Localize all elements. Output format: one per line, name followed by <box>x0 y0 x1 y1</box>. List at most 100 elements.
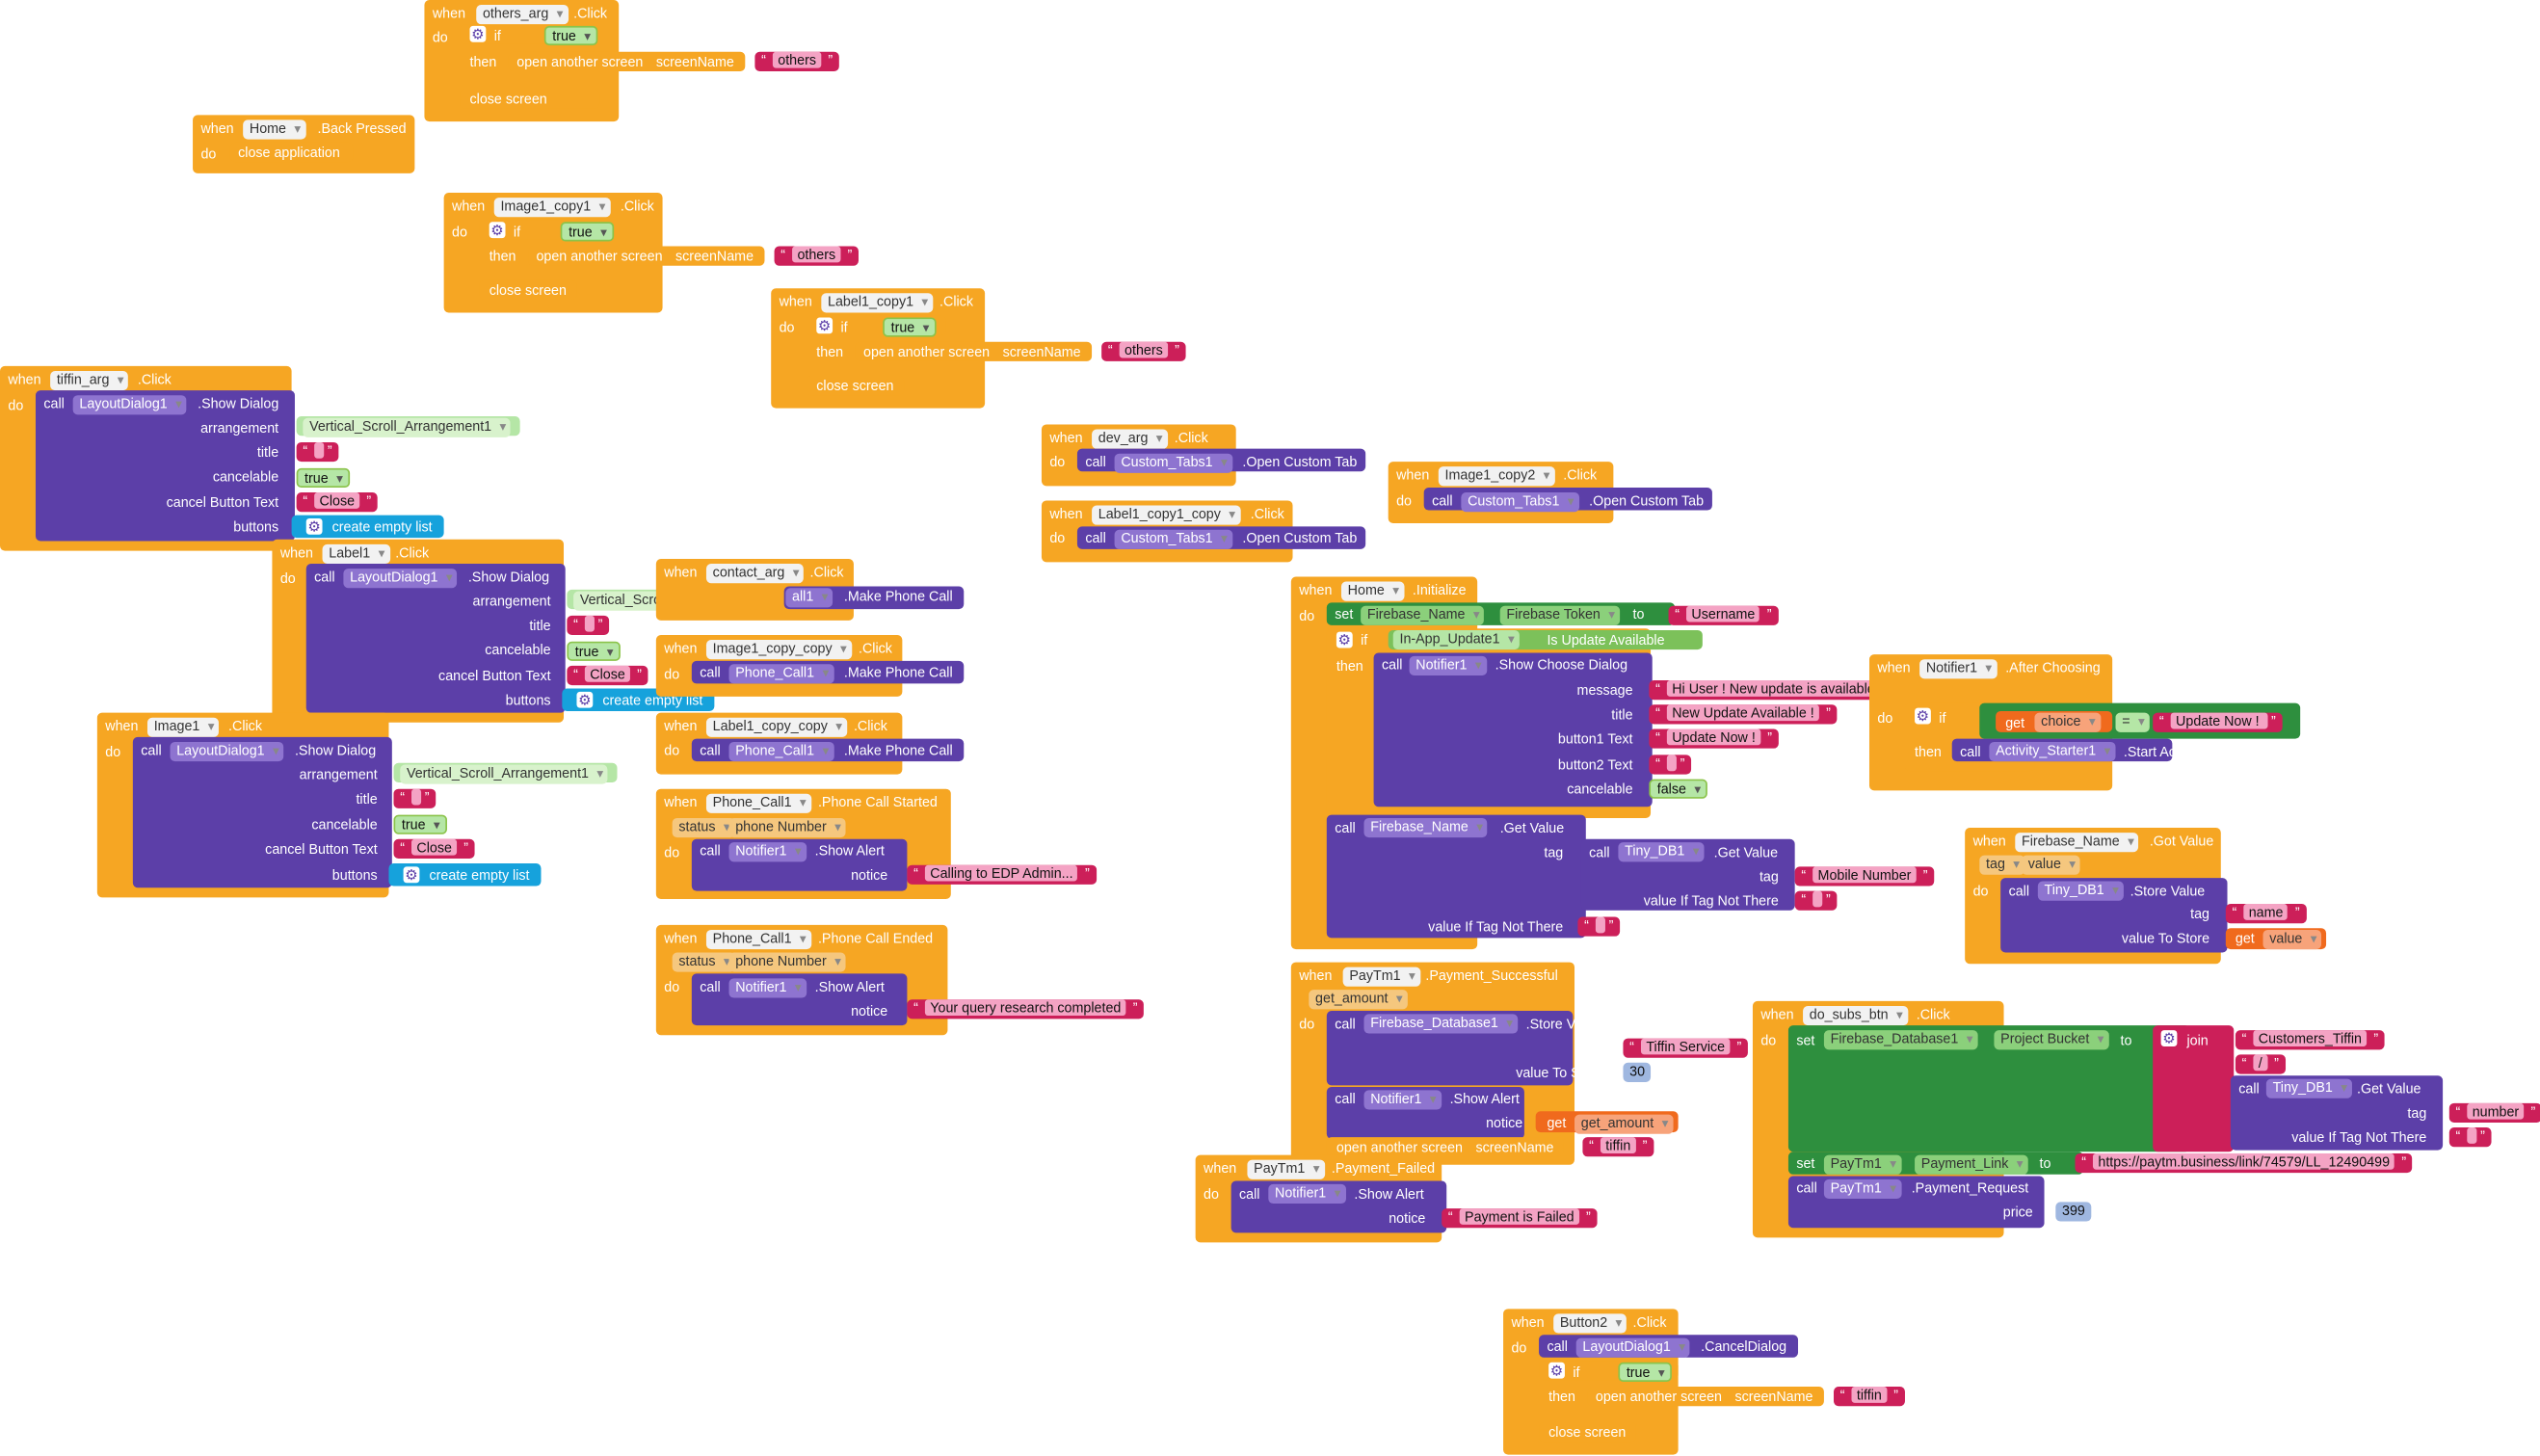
component-dropdown[interactable]: PayTm1 <box>1823 1154 1902 1175</box>
component-dropdown[interactable]: Custom_Tabs1 <box>1461 492 1579 513</box>
text-string[interactable]: “ Close ” <box>393 838 475 859</box>
mutator-gear-icon[interactable]: ⚙ <box>403 866 420 884</box>
component-dropdown[interactable]: Notifier1 <box>1363 1090 1442 1110</box>
text-string[interactable]: “ Update Now ! ” <box>1649 728 1779 749</box>
mutator-gear-icon[interactable]: ⚙ <box>489 222 506 239</box>
text-string[interactable]: “ New Update Available ! ” <box>1649 704 1838 725</box>
mutator-gear-icon[interactable]: ⚙ <box>2160 1030 2178 1046</box>
open-screen[interactable] <box>1587 1387 1824 1407</box>
operator-dropdown[interactable]: = <box>2115 712 2150 732</box>
component-dropdown[interactable]: Firebase_Name <box>1363 817 1489 838</box>
text-string[interactable]: “ Close ” <box>567 665 648 686</box>
component-dropdown[interactable]: Firebase_Database1 <box>1823 1030 1978 1050</box>
text-string[interactable]: “ Mobile Number ” <box>1794 866 1935 887</box>
component-dropdown[interactable]: Phone_Call1 <box>728 664 834 684</box>
param-chip[interactable]: status <box>672 952 735 972</box>
text-string[interactable]: “ name ” <box>2225 904 2307 924</box>
component-dropdown[interactable]: In-App_Update1 <box>1392 629 1520 650</box>
param-chip[interactable]: tag <box>1979 855 2025 875</box>
component-dropdown[interactable]: LayoutDialog1 <box>72 395 187 415</box>
component-dropdown[interactable]: Vertical_Scroll_Arrangement1 <box>303 417 512 437</box>
component-dropdown[interactable]: PayTm1 <box>1247 1159 1325 1179</box>
text-string[interactable]: “ others ” <box>774 246 860 266</box>
call-show-dialog[interactable] <box>132 736 392 888</box>
text-string[interactable]: “ ” <box>296 441 339 463</box>
component-dropdown[interactable]: Firebase_Database1 <box>1363 1014 1519 1034</box>
text-string[interactable]: “ Customers_Tiffin ” <box>2235 1030 2385 1050</box>
component-dropdown[interactable]: Home <box>243 119 306 140</box>
text-string[interactable]: “ https://paytm.business/link/74579/LL_1… <box>2075 1152 2413 1174</box>
open-screen[interactable] <box>528 246 765 266</box>
component-dropdown[interactable]: Tiny_DB1 <box>2037 881 2124 901</box>
boolean-dropdown[interactable]: false <box>1649 779 1707 799</box>
component-dropdown[interactable]: PayTm1 <box>1823 1178 1902 1200</box>
component-dropdown[interactable]: do_subs_btn <box>1803 1005 1908 1026</box>
text-string[interactable]: “ Username ” <box>1668 605 1779 625</box>
mutator-gear-icon[interactable]: ⚙ <box>576 691 594 708</box>
text-string[interactable]: “ ” <box>1649 754 1692 775</box>
component-dropdown[interactable]: Payment_Link <box>1915 1154 2028 1175</box>
close-application-block[interactable] <box>229 142 354 163</box>
number-block[interactable]: 399 <box>2055 1202 2092 1222</box>
param-chip[interactable]: value <box>2022 855 2081 875</box>
component-dropdown[interactable]: Phone_Call1 <box>728 741 834 762</box>
component-dropdown[interactable]: Label1_copy1 <box>821 293 934 313</box>
close-screen-block[interactable] <box>460 89 600 109</box>
component-dropdown[interactable]: Activity_Starter1 <box>1989 741 2116 762</box>
component-dropdown[interactable]: Phone_Call1 <box>705 793 811 813</box>
component-dropdown[interactable]: Notifier1 <box>1919 659 1998 679</box>
text-string[interactable]: “ Calling to EDP Admin... ” <box>907 864 1097 885</box>
open-screen[interactable] <box>508 51 746 71</box>
param-chip[interactable]: phone Number <box>728 952 846 972</box>
component-dropdown[interactable]: Custom_Tabs1 <box>1114 529 1232 549</box>
text-string[interactable]: “ / ” <box>2235 1054 2286 1074</box>
join-block[interactable] <box>2153 1025 2235 1152</box>
text-string[interactable]: “ ” <box>1794 890 1838 911</box>
component-dropdown[interactable]: Firebase_Name <box>2015 833 2139 853</box>
component-dropdown[interactable]: Button2 <box>1553 1313 1627 1334</box>
text-string[interactable]: “ others ” <box>754 51 839 71</box>
component-dropdown[interactable]: Image1 <box>146 717 220 737</box>
mutator-gear-icon[interactable]: ⚙ <box>816 317 833 334</box>
component-dropdown[interactable]: tiffin_arg <box>50 370 129 391</box>
component-dropdown[interactable]: Label1_copy_copy <box>705 717 848 737</box>
text-string[interactable]: “ number ” <box>2448 1102 2540 1124</box>
variable-dropdown[interactable]: get_amount <box>1574 1114 1674 1134</box>
component-dropdown[interactable]: contact_arg <box>705 564 805 584</box>
boolean-dropdown[interactable]: true <box>560 222 614 242</box>
variable-dropdown[interactable]: choice <box>2034 712 2101 732</box>
text-string[interactable]: “ tiffin ” <box>1582 1137 1654 1157</box>
number-block[interactable]: 30 <box>1623 1062 1652 1082</box>
param-chip[interactable]: status <box>672 817 735 838</box>
component-dropdown[interactable]: Firebase Token <box>1499 605 1621 625</box>
call-show-dialog[interactable] <box>35 390 295 542</box>
boolean-dropdown[interactable]: true <box>296 467 350 489</box>
component-dropdown[interactable]: Tiny_DB1 <box>2265 1078 2352 1099</box>
component-dropdown[interactable]: Notifier1 <box>728 842 807 862</box>
component-dropdown[interactable]: Image1_copy_copy <box>705 640 852 660</box>
boolean-dropdown[interactable]: true <box>1618 1362 1672 1382</box>
component-dropdown[interactable]: Vertical_Scroll_Arrangement1 <box>400 764 609 784</box>
boolean-dropdown[interactable]: true <box>567 641 621 661</box>
text-string[interactable]: “ Tiffin Service ” <box>1623 1038 1749 1058</box>
component-dropdown[interactable]: others_arg <box>476 5 569 25</box>
variable-dropdown[interactable]: value <box>2262 929 2322 950</box>
text-string[interactable]: “ ” <box>1577 916 1621 937</box>
text-string[interactable]: “ ” <box>393 788 437 808</box>
component-dropdown[interactable]: Image1_copy2 <box>1438 466 1555 487</box>
text-string[interactable]: “ Close ” <box>296 492 378 513</box>
component-dropdown[interactable]: Label1 <box>322 543 390 565</box>
component-dropdown[interactable]: LayoutDialog1 <box>343 569 458 589</box>
create-empty-list-block[interactable] <box>388 863 542 887</box>
component-dropdown[interactable]: Image1_copy1 <box>493 198 611 218</box>
text-string[interactable]: “ ” <box>567 615 610 635</box>
param-chip[interactable]: get_amount <box>1309 990 1408 1010</box>
component-dropdown[interactable]: Notifier1 <box>1409 655 1487 676</box>
text-string[interactable]: “ others ” <box>1101 341 1186 361</box>
text-string[interactable]: “ ” <box>2448 1127 2492 1148</box>
component-dropdown[interactable]: LayoutDialog1 <box>170 741 284 762</box>
component-dropdown[interactable]: Phone_Call1 <box>705 929 811 950</box>
text-string[interactable]: “ Payment is Failed ” <box>1442 1208 1598 1229</box>
component-dropdown[interactable]: Notifier1 <box>728 978 807 998</box>
